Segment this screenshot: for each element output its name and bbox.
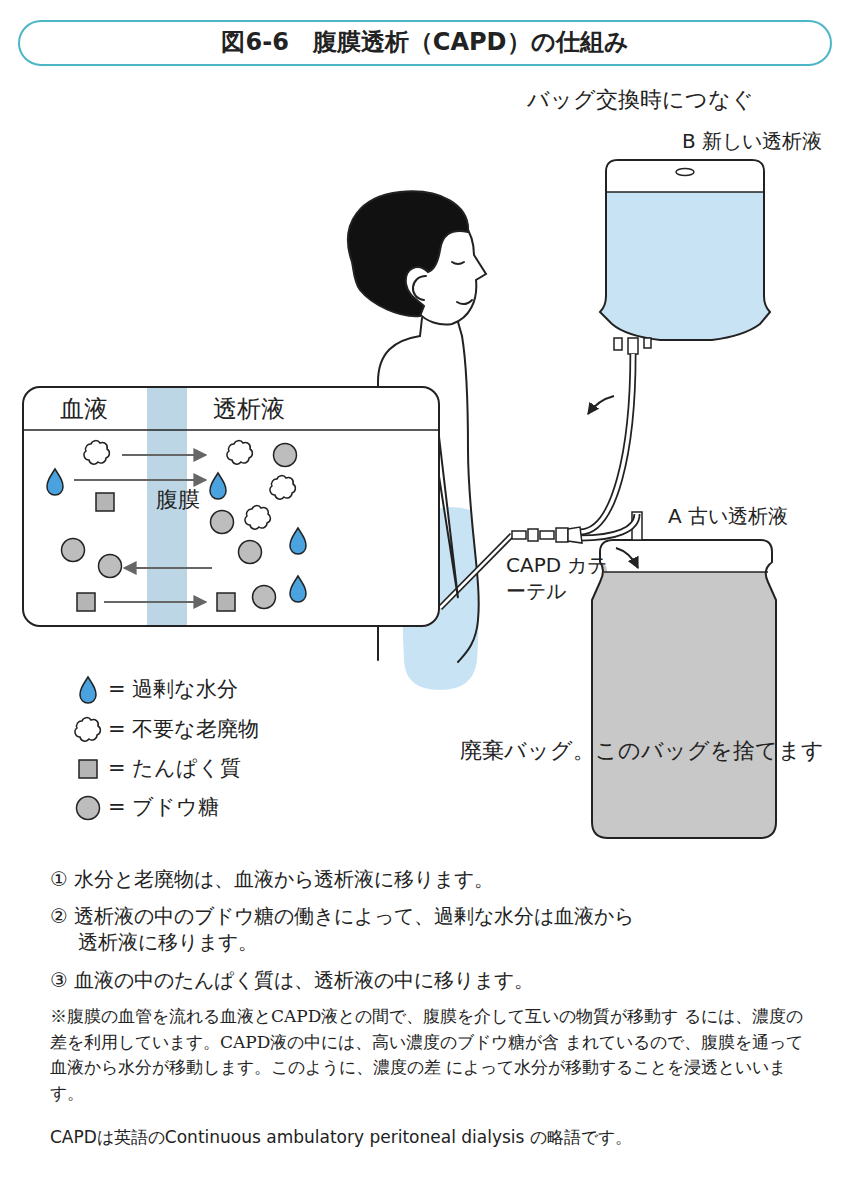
- legend-samples: [75, 677, 100, 820]
- tubing: [580, 354, 637, 538]
- inset-ground: [22, 386, 440, 627]
- step-note: ③ 血液の中のたんぱく質は、透析液の中に移ります。: [50, 967, 534, 993]
- legend-text-holder: = 不要な老廃物: [108, 716, 259, 743]
- abbreviation-note: CAPDは英語のContinuous ambulatory peritoneal…: [50, 1126, 632, 1148]
- legend-text: = 過剰な水分: [108, 676, 238, 703]
- inset-box: 血液 透析液腹膜: [22, 386, 440, 627]
- legend-text: = たんぱく質: [108, 755, 241, 782]
- step-note-holder: ② 透析液の中のブドウ糖の働きによって、過剰な水分は血液から 透析液に移ります。: [50, 903, 650, 955]
- connect-note: バッグ交換時につなぐ: [527, 86, 754, 115]
- header-rule: [23, 429, 439, 431]
- column-heading: 血液: [60, 394, 108, 425]
- outflow-arrow: [616, 548, 638, 568]
- abbreviation-note-holder: CAPDは英語のContinuous ambulatory peritoneal…: [50, 1126, 632, 1148]
- waste-bag: [592, 512, 776, 838]
- catheter-label-holder: CAPD カテーテル: [506, 552, 614, 604]
- molecule-icons: [47, 441, 306, 611]
- waste-note: 廃棄バッグ。このバッグを捨てます: [460, 737, 824, 766]
- new-bag: [600, 160, 770, 354]
- column-heading: 透析液: [213, 394, 285, 425]
- membrane-band: [147, 388, 187, 625]
- bag-label: B 新しい透析液: [682, 128, 822, 154]
- bag-label: A 古い透析液: [668, 503, 788, 529]
- step-note: ① 水分と老廃物は、血液から透析液に移ります。: [50, 866, 494, 892]
- legend-text: = 不要な老廃物: [108, 716, 259, 743]
- callout-tail-outline: [438, 428, 458, 598]
- legend-text-holder: = たんぱく質: [108, 755, 241, 782]
- membrane-label: 腹膜: [156, 488, 178, 512]
- membrane-label-holder: 腹膜: [156, 488, 178, 512]
- catheter-label: CAPD カテーテル: [506, 552, 614, 604]
- title-text: 図6-6 腹膜透析（CAPD）の仕組み: [221, 27, 628, 58]
- step-note: ② 透析液の中のブドウ糖の働きによって、過剰な水分は血液から 透析液に移ります。: [50, 903, 650, 955]
- legend-text: = ブドウ糖: [108, 794, 219, 821]
- waste-note-holder: 廃棄バッグ。このバッグを捨てます: [460, 737, 824, 766]
- title-band: 図6-6 腹膜透析（CAPD）の仕組み: [18, 20, 832, 66]
- membrane-band: 腹膜: [147, 388, 187, 625]
- column-heading-holder: 透析液: [213, 394, 285, 425]
- explanation-note-holder: ※腹膜の血管を流れる血液とCAPD液との間で、腹膜を介して互いの物質が移動す る…: [50, 1004, 815, 1106]
- legend-text-holder: = ブドウ糖: [108, 794, 219, 821]
- transfer-arrows: [74, 455, 212, 602]
- callout-tail: [438, 428, 458, 598]
- step-note-holder: ③ 血液の中のたんぱく質は、透析液の中に移ります。: [50, 967, 534, 993]
- bag-label-holder: A 古い透析液: [668, 503, 788, 529]
- inflow-arrow: [588, 396, 614, 414]
- connect-note-holder: バッグ交換時につなぐ: [527, 86, 754, 115]
- step-note-holder: ① 水分と老廃物は、血液から透析液に移ります。: [50, 866, 494, 892]
- explanation-note: ※腹膜の血管を流れる血液とCAPD液との間で、腹膜を介して互いの物質が移動す る…: [50, 1004, 815, 1106]
- bag-label-holder: B 新しい透析液: [682, 128, 822, 154]
- legend-text-holder: = 過剰な水分: [108, 676, 238, 703]
- column-heading-holder: 血液: [60, 394, 108, 425]
